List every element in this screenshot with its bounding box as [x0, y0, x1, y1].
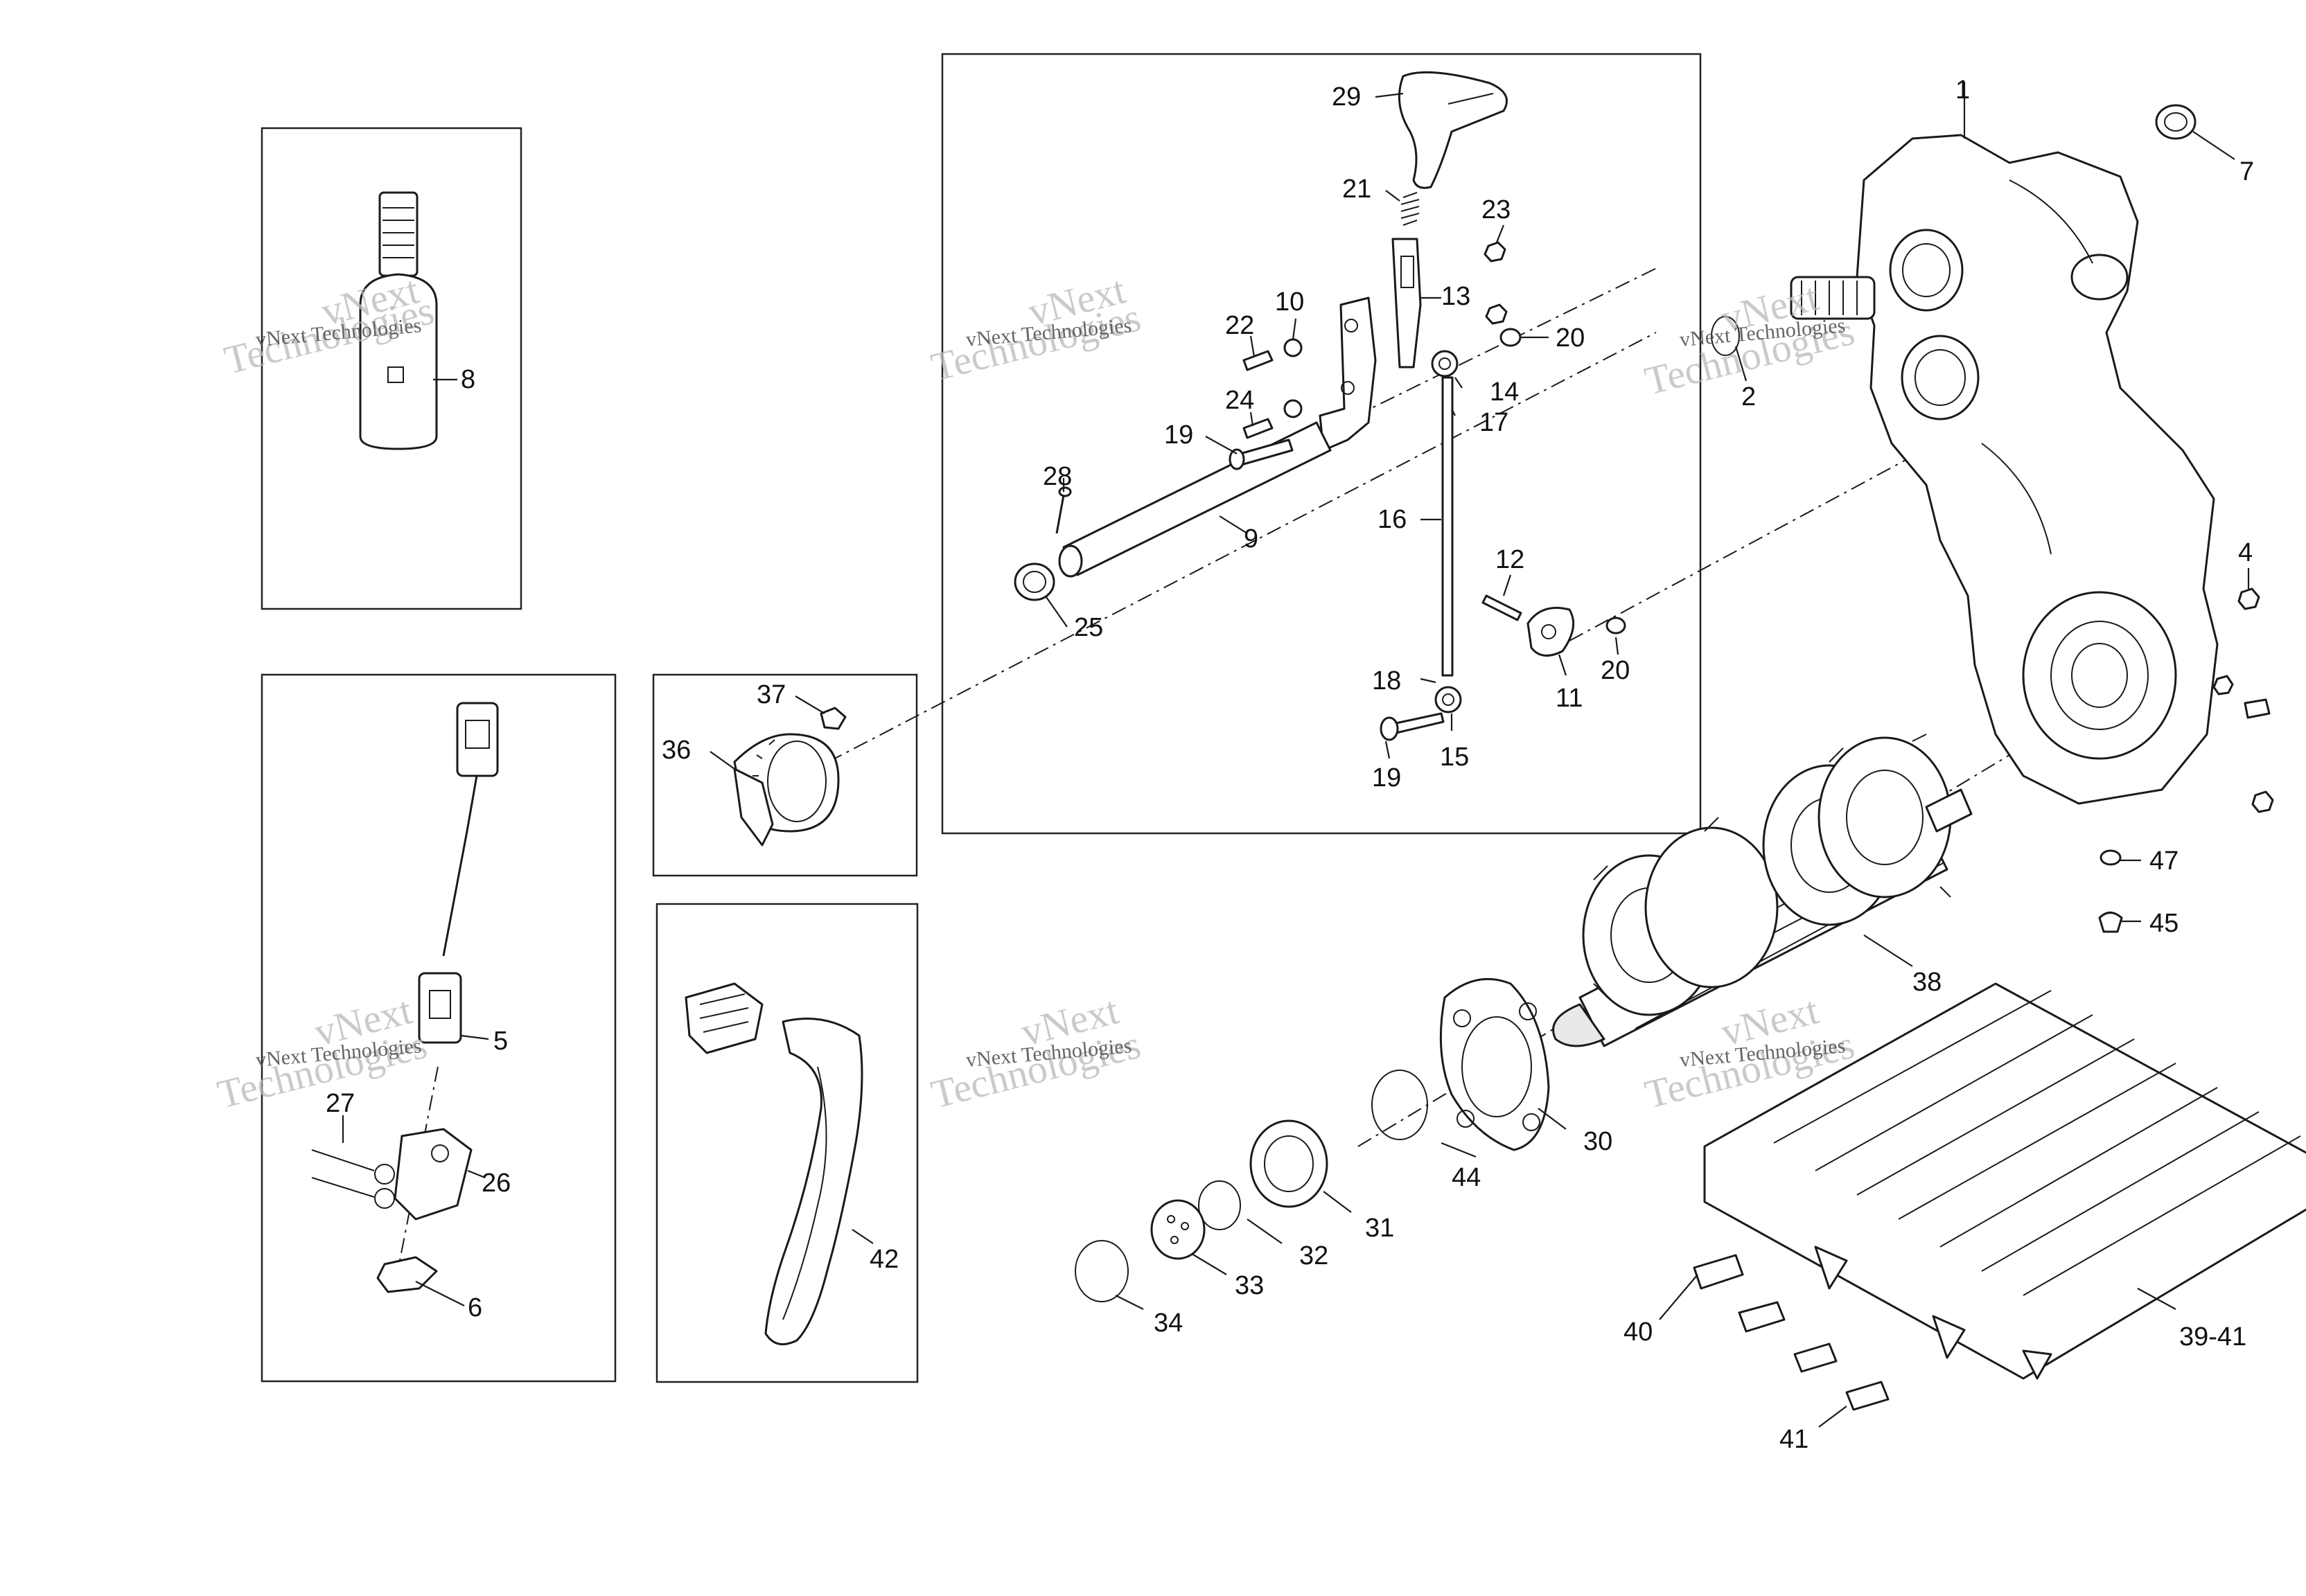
callout-label: 4	[2238, 538, 2253, 567]
speed-sensor-harness	[311, 702, 499, 1293]
callout-label: 40	[1623, 1318, 1653, 1347]
frame-sensor	[261, 673, 617, 1383]
frame-guard	[655, 903, 919, 1383]
callout-label: 39-41	[2179, 1322, 2246, 1351]
callout-label: 34	[1154, 1309, 1183, 1338]
chain-guard	[685, 982, 863, 1346]
axis-link	[1569, 443, 1937, 641]
callout-label: 29	[1332, 82, 1361, 112]
callout-label: 32	[1299, 1241, 1328, 1270]
callout-label: 26	[482, 1169, 511, 1198]
bearing-stack	[1075, 977, 1550, 1302]
axis-gear-ring	[827, 332, 1657, 763]
callout-label: 19	[1372, 763, 1401, 792]
callout-label: 33	[1235, 1271, 1264, 1300]
callout-label: 47	[2149, 846, 2179, 876]
callout-label: 19	[1164, 420, 1193, 450]
callout-label: 13	[1441, 282, 1470, 311]
callout-label: 25	[1074, 613, 1103, 642]
callout-label: 42	[870, 1245, 899, 1274]
shift-lever-assembly	[1014, 71, 1626, 741]
callout-labels: 1 2 4 5 6 7 8 9 10 11 12 13 14 15 16 17 …	[326, 76, 2254, 1454]
callout-label: 10	[1275, 287, 1304, 317]
callout-label: 14	[1490, 378, 1519, 407]
callout-label: 11	[1556, 684, 1583, 713]
frame-lubricant	[261, 127, 522, 610]
callout-label: 41	[1779, 1425, 1808, 1454]
callout-label: 37	[757, 680, 786, 709]
callout-label: 45	[2149, 909, 2179, 938]
callout-label: 17	[1479, 408, 1508, 437]
callout-label: 27	[326, 1089, 355, 1118]
callout-label: 16	[1378, 505, 1407, 534]
drive-shaft	[1552, 734, 1973, 1047]
callout-label: 24	[1225, 386, 1254, 415]
frame-shift-linkage	[941, 53, 1702, 835]
callout-label: 6	[468, 1293, 482, 1322]
callout-label: 36	[662, 736, 691, 765]
callout-label: 20	[1601, 656, 1630, 685]
callout-label: 22	[1225, 311, 1254, 340]
callout-label: 5	[493, 1027, 508, 1056]
callout-label: 18	[1372, 666, 1401, 695]
callout-label: 12	[1495, 545, 1524, 574]
callout-label: 44	[1452, 1163, 1481, 1192]
callout-label: 31	[1365, 1214, 1394, 1243]
gearbox-housing	[1711, 104, 2274, 933]
axis-sensor	[396, 1066, 439, 1279]
callout-label: 9	[1244, 524, 1258, 553]
callout-label: 30	[1583, 1127, 1612, 1156]
lubricant-bottle	[359, 191, 438, 450]
callout-label: 7	[2239, 157, 2254, 186]
trigger-wheel	[733, 707, 847, 846]
callout-label: 8	[461, 365, 475, 394]
callout-label: 28	[1043, 462, 1072, 491]
callout-label: 1	[1955, 76, 1970, 105]
frame-gear-ring	[652, 673, 918, 877]
callout-label: 15	[1440, 743, 1469, 772]
leader-lines	[342, 82, 2250, 1428]
callout-label: 2	[1741, 382, 1756, 411]
callout-label: 20	[1556, 323, 1585, 353]
callout-label: 21	[1342, 175, 1371, 204]
track-section	[1693, 982, 2306, 1411]
callout-label: 38	[1912, 968, 1942, 997]
callout-label: 23	[1481, 195, 1511, 224]
